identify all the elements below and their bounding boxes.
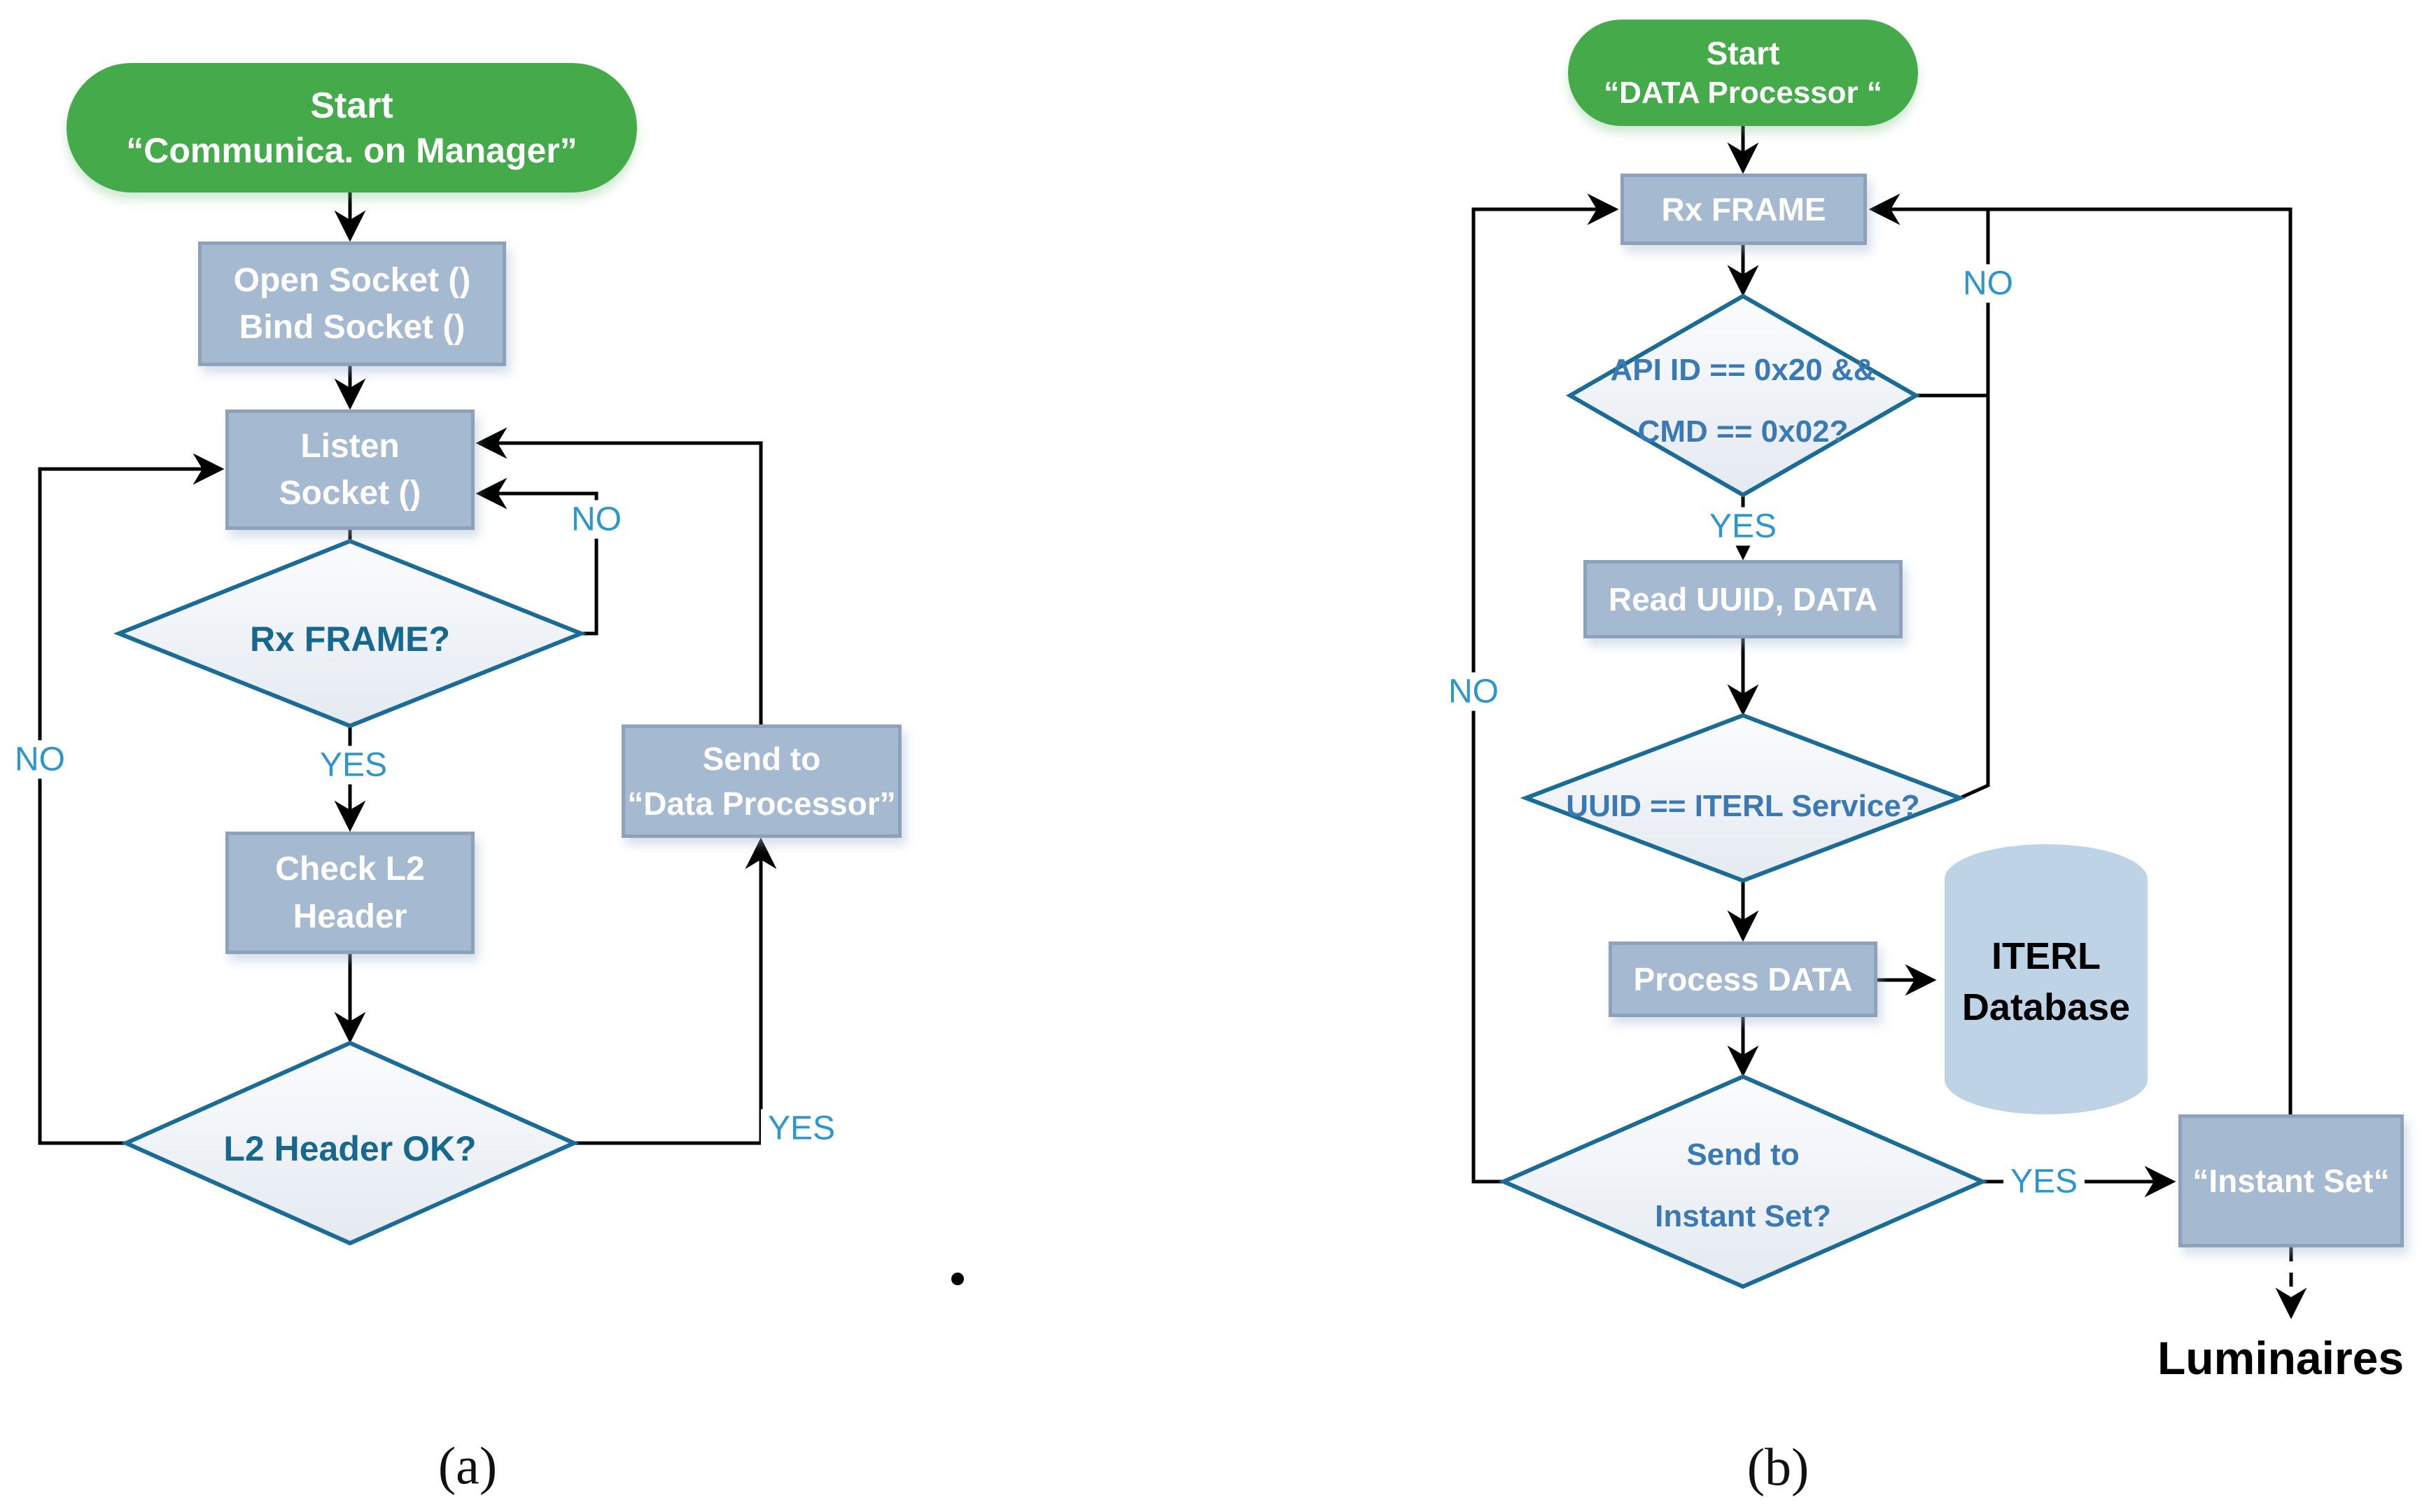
decision-send-instant-shape [1498,1074,1988,1289]
decision-l2-header-shape [120,1040,580,1246]
edge-a-l2ok-yes [574,837,777,1145]
edge-label-no-api: NO [1956,264,2020,303]
process-listen-socket: Listen Socket () [225,410,475,530]
edge-a-l2ok-no-loop [38,453,225,1145]
start-a-line2: “Communica. on Manager” [126,130,578,170]
process-rx-frame: Rx FRAME [1620,174,1867,245]
open-socket-label: Open Socket () [233,261,471,299]
decision-l2-header-text: L2 Header OK? [223,1129,477,1168]
decision-api-id-shape [1565,293,1921,498]
caption-b: (b) [1746,1438,1809,1497]
decision-send-instant-text: Send to Instant Set? [1603,1124,1883,1247]
read-uuid-label: Read UUID, DATA [1608,580,1878,617]
process-process-data: Process DATA [1609,941,1877,1017]
bind-socket-label: Bind Socket () [239,309,465,346]
send-q-line1: Send to [1686,1138,1800,1172]
start-node-communication-manager: Start “Communica. on Manager” [66,63,637,192]
caption-a: (a) [438,1436,498,1496]
db-line1: ITERL [1991,935,2101,977]
check-l2-line2: Header [293,897,407,935]
process-check-l2-header: Check L2 Header [225,832,475,954]
process-instant-set: “Instant Set“ [2178,1114,2404,1247]
process-read-uuid-data: Read UUID, DATA [1583,560,1903,638]
decision-uuid-text: UUID == ITERL Service? [1566,789,1920,823]
start-node-data-processor: Start “DATA Processor “ [1568,20,1918,126]
edge-b-instant-loop-to-rxframe [1868,193,2292,1114]
edge-b-no-inner-vertical [1959,209,1990,800]
check-l2-line1: Check L2 [275,850,425,888]
stray-period-dot [951,1273,964,1285]
send-to-line1: Send to [702,740,821,777]
send-q-line2: Instant Set? [1655,1199,1831,1233]
database-cylinder [1945,844,2148,1114]
edge-a-rxframe-no-loop [475,477,598,636]
instant-set-label: “Instant Set“ [2192,1162,2390,1199]
edge-label-no-l2-header: NO [8,740,72,779]
listen-label-line2: Socket () [279,475,421,512]
edge-label-yes-l2-header: YES [760,1109,843,1148]
edge-label-no-rx-frame: NO [564,500,629,539]
luminaires-label: Luminaires [2157,1332,2404,1384]
iterl-database-label: ITERL Database [1941,931,2151,1033]
api-q-line2: CMD == 0x02? [1637,414,1849,449]
start-b-line1: Start [1706,34,1780,71]
process-send-to-data-processor: Send to “Data Processor” [622,724,902,838]
edge-label-yes-send: YES [2003,1162,2085,1201]
db-line2: Database [1961,986,2131,1028]
edge-label-yes-rx-frame: YES [312,746,395,785]
start-a-line1: Start [310,85,393,126]
decision-rx-frame-text: Rx FRAME? [249,620,451,659]
decision-uuid-shape [1520,713,1966,883]
decision-api-id-text: API ID == 0x20 && CMD == 0x02? [1575,340,1911,463]
decision-rx-frame-shape [113,538,587,729]
rx-frame-label: Rx FRAME [1661,190,1826,227]
process-open-bind-socket: Open Socket () Bind Socket () [198,241,506,366]
api-q-line1: API ID == 0x20 && [1610,353,1876,387]
listen-label-line1: Listen [300,427,400,465]
send-to-line2: “Data Processor” [627,785,896,822]
edge-label-no-send: NO [1441,672,1506,711]
edge-a-send-loop-to-listen [475,427,763,724]
start-b-line2: “DATA Processor “ [1604,76,1882,111]
process-data-label: Process DATA [1633,960,1853,997]
edge-label-yes-api: YES [1702,507,1784,546]
